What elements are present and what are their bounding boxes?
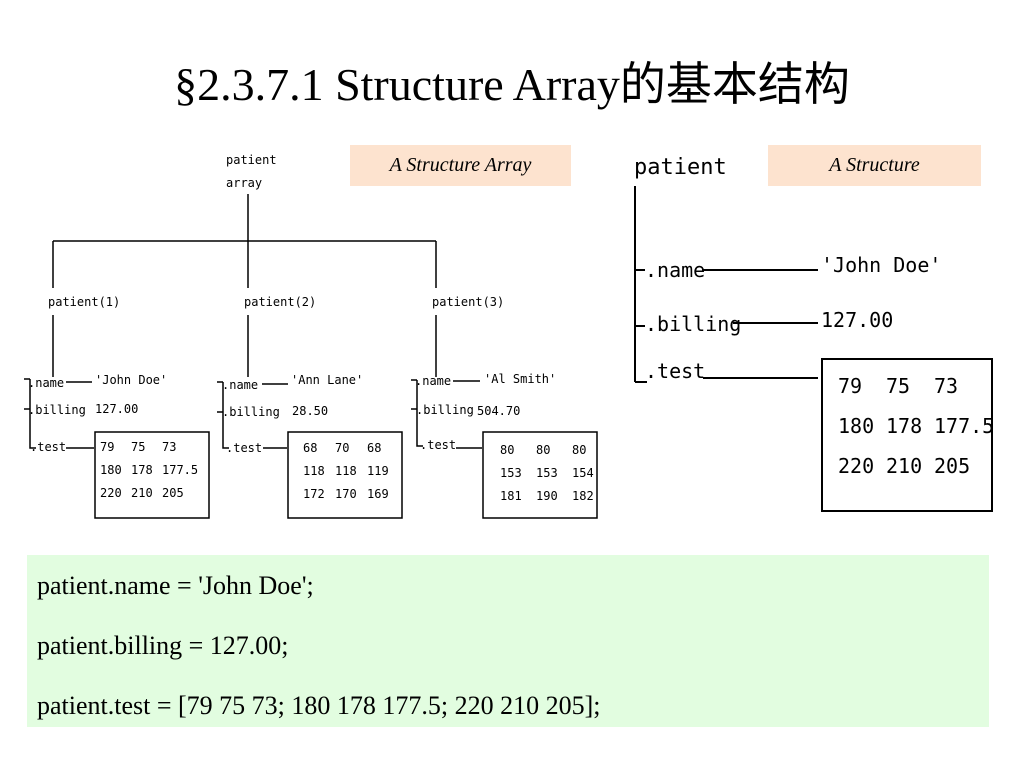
matrix-cell: 169 xyxy=(367,487,389,501)
structure-root-label: patient xyxy=(634,155,727,180)
test-matrix: 80 80 80 153 153 154 181 190 182 xyxy=(500,443,594,503)
name-value: 'Ann Lane' xyxy=(291,373,363,387)
name-value: 'Al Smith' xyxy=(484,372,556,386)
structure-tree: patient .name .billing .test 'John Doe' … xyxy=(634,155,994,512)
test-matrix: 68 70 68 118 118 119 172 170 169 xyxy=(303,441,389,501)
code-line-test: patient.test = [79 75 73; 180 178 177.5;… xyxy=(37,691,601,720)
matrix-cell: 153 xyxy=(536,466,558,480)
element-label: patient(1) xyxy=(48,295,120,309)
field-billing-label: .billing xyxy=(416,403,474,417)
matrix-cell: 220 xyxy=(100,486,122,500)
field-name-label: .name xyxy=(28,376,64,390)
element-label: patient(2) xyxy=(244,295,316,309)
matrix-cell: 178 xyxy=(131,463,153,477)
matrix-cell: 180 xyxy=(838,414,874,438)
matrix-cell: 205 xyxy=(162,486,184,500)
field-billing-label: .billing xyxy=(222,405,280,419)
matrix-cell: 172 xyxy=(303,487,325,501)
structure-test-matrix: 79 75 73 180 178 177.5 220 210 205 xyxy=(838,374,994,478)
slide-title: §2.3.7.1 Structure Array的基本结构 xyxy=(174,59,850,110)
matrix-cell: 75 xyxy=(886,374,910,398)
matrix-cell: 181 xyxy=(500,489,522,503)
matrix-cell: 118 xyxy=(303,464,325,478)
billing-value: 28.50 xyxy=(292,404,328,418)
matrix-cell: 177.5 xyxy=(162,463,198,477)
matrix-cell: 205 xyxy=(934,454,970,478)
billing-value: 127.00 xyxy=(95,402,138,416)
array-element-1: patient(1) .name .billing .test 'John Do… xyxy=(24,295,210,519)
structure-array-tag: A Structure Array xyxy=(350,145,571,186)
matrix-cell: 182 xyxy=(572,489,594,503)
matrix-cell: 119 xyxy=(367,464,389,478)
matrix-cell: 220 xyxy=(838,454,874,478)
matrix-cell: 210 xyxy=(131,486,153,500)
element-label: patient(3) xyxy=(432,295,504,309)
matrix-cell: 80 xyxy=(536,443,550,457)
code-box: patient.name = 'John Doe'; patient.billi… xyxy=(27,555,989,727)
matrix-cell: 79 xyxy=(838,374,862,398)
array-element-3: patient(3) .name .billing .test 'Al Smit… xyxy=(411,295,598,519)
matrix-cell: 75 xyxy=(131,440,145,454)
root-label-line1: patient xyxy=(226,153,277,167)
array-element-2: patient(2) .name .billing .test 'Ann Lan… xyxy=(217,295,403,519)
field-name-label: .name xyxy=(222,378,258,392)
matrix-cell: 177.5 xyxy=(934,414,994,438)
field-name-label: .name xyxy=(415,374,451,388)
structure-billing-value: 127.00 xyxy=(821,308,893,332)
matrix-cell: 178 xyxy=(886,414,922,438)
structure-diagrams: patient array patient(1) .name .b xyxy=(24,153,994,519)
matrix-cell: 80 xyxy=(500,443,514,457)
structure-field-name: .name xyxy=(645,258,705,282)
matrix-cell: 68 xyxy=(367,441,381,455)
code-line-name: patient.name = 'John Doe'; xyxy=(37,571,314,600)
matrix-cell: 73 xyxy=(934,374,958,398)
structure-field-billing: .billing xyxy=(645,312,741,336)
matrix-cell: 190 xyxy=(536,489,558,503)
test-matrix: 79 75 73 180 178 177.5 220 210 205 xyxy=(100,440,198,500)
root-label-line2: array xyxy=(226,176,262,190)
code-line-billing: patient.billing = 127.00; xyxy=(37,631,289,660)
matrix-cell: 73 xyxy=(162,440,176,454)
matrix-cell: 153 xyxy=(500,466,522,480)
name-value: 'John Doe' xyxy=(95,373,167,387)
field-test-label: .test xyxy=(420,438,456,452)
structure-array-tree: patient array patient(1) .name .b xyxy=(24,153,598,519)
field-test-label: .test xyxy=(226,441,262,455)
matrix-cell: 68 xyxy=(303,441,317,455)
field-test-label: .test xyxy=(30,440,66,454)
matrix-cell: 210 xyxy=(886,454,922,478)
structure-tag: A Structure xyxy=(768,145,981,186)
structure-field-test: .test xyxy=(645,359,705,383)
matrix-cell: 118 xyxy=(335,464,357,478)
structure-name-value: 'John Doe' xyxy=(821,253,941,277)
matrix-cell: 154 xyxy=(572,466,594,480)
field-billing-label: .billing xyxy=(28,403,86,417)
matrix-cell: 180 xyxy=(100,463,122,477)
matrix-cell: 79 xyxy=(100,440,114,454)
matrix-cell: 80 xyxy=(572,443,586,457)
matrix-cell: 70 xyxy=(335,441,349,455)
billing-value: 504.70 xyxy=(477,404,520,418)
matrix-cell: 170 xyxy=(335,487,357,501)
